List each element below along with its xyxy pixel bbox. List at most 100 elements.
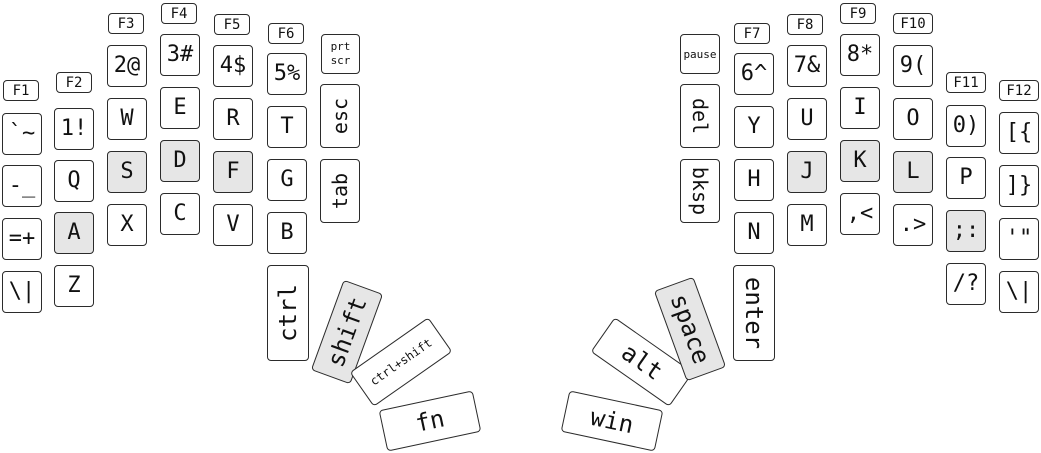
key-del-label: del: [688, 97, 712, 135]
key-3: 3#: [160, 34, 200, 76]
key-n-label: N: [747, 220, 761, 245]
key-semicolon-label: ;:: [952, 218, 980, 243]
key-j: J: [787, 151, 827, 193]
key-5-label: 5%: [273, 61, 301, 86]
key-y-label: Y: [747, 114, 761, 139]
key-e: E: [160, 87, 200, 129]
key-win-label: win: [587, 402, 637, 440]
key-bksp-label: bksp: [688, 166, 713, 216]
key-quote-label: '": [1005, 226, 1033, 251]
key-z: Z: [54, 265, 94, 307]
key-pause-label: pause: [683, 47, 717, 61]
key-7: 7&: [787, 45, 827, 87]
key-f10-label: F10: [900, 15, 926, 32]
key-f1: F1: [3, 80, 39, 101]
key-period: .>: [893, 204, 933, 246]
key-p: P: [946, 157, 986, 199]
key-equals-label: =+: [8, 226, 36, 251]
key-f8-label: F8: [796, 16, 814, 33]
key-esc: esc: [320, 84, 360, 148]
key-f-label: F: [226, 159, 240, 184]
key-equals: =+: [2, 218, 42, 260]
key-2-label: 2@: [113, 53, 141, 78]
key-f3-label: F3: [117, 15, 135, 32]
key-space-label: space: [664, 290, 716, 368]
key-f6-label: F6: [277, 25, 295, 42]
key-f6: F6: [268, 23, 304, 44]
key-del: del: [680, 84, 720, 148]
key-tab-label: tab: [328, 172, 352, 210]
key-f10: F10: [893, 13, 933, 34]
key-a: A: [54, 212, 94, 254]
key-8-label: 8*: [846, 42, 874, 67]
key-c-label: C: [173, 201, 187, 226]
key-f5-label: F5: [223, 16, 241, 33]
key-f11-label: F11: [953, 74, 979, 91]
key-alt-label: alt: [616, 338, 668, 386]
key-grave-label: `~: [8, 121, 36, 146]
key-0-label: 0): [952, 113, 980, 138]
key-z-label: Z: [67, 273, 81, 298]
key-u: U: [787, 98, 827, 140]
key-a-label: A: [67, 220, 81, 245]
key-f12: F12: [999, 80, 1039, 101]
key-f8: F8: [787, 14, 823, 35]
key-f7-label: F7: [743, 25, 761, 42]
key-k: K: [840, 140, 880, 182]
key-i: I: [840, 87, 880, 129]
key-shift-label: shift: [321, 293, 373, 371]
key-print-screen: prt scr: [321, 34, 360, 74]
key-bracket-close: ]}: [999, 165, 1039, 207]
key-s-label: S: [120, 159, 134, 184]
key-6: 6^: [734, 53, 774, 95]
key-d-label: D: [173, 148, 187, 173]
key-backslash-right-label: \|: [1005, 279, 1033, 304]
key-fn-label: fn: [412, 404, 448, 438]
key-x-label: X: [120, 212, 134, 237]
key-s: S: [107, 151, 147, 193]
key-o-label: O: [906, 106, 920, 131]
key-r: R: [213, 98, 253, 140]
key-n: N: [734, 212, 774, 254]
key-u-label: U: [800, 106, 814, 131]
key-p-label: P: [959, 165, 973, 190]
key-5: 5%: [267, 53, 307, 95]
key-win: win: [560, 390, 664, 452]
key-x: X: [107, 204, 147, 246]
key-esc-label: esc: [328, 97, 352, 135]
key-enter: enter: [733, 265, 775, 361]
key-v: V: [213, 204, 253, 246]
key-8: 8*: [840, 34, 880, 76]
key-semicolon: ;:: [946, 210, 986, 252]
key-period-label: .>: [899, 212, 927, 237]
key-grave: `~: [2, 113, 42, 155]
key-backslash-left-label: \|: [8, 279, 36, 304]
key-f9-label: F9: [849, 5, 867, 22]
key-g: G: [267, 159, 307, 201]
key-comma-label: ,<: [846, 201, 874, 226]
key-t-label: T: [280, 114, 294, 139]
key-m: M: [787, 204, 827, 246]
key-f3: F3: [108, 13, 144, 34]
key-1: 1!: [54, 108, 94, 150]
key-quote: '": [999, 218, 1039, 260]
key-j-label: J: [800, 159, 814, 184]
key-d: D: [160, 140, 200, 182]
key-m-label: M: [800, 212, 814, 237]
key-slash-label: /?: [952, 271, 980, 296]
key-h-label: H: [747, 167, 761, 192]
key-bracket-open: [{: [999, 112, 1039, 154]
key-1-label: 1!: [60, 116, 88, 141]
key-f2-label: F2: [65, 74, 83, 91]
key-bracket-close-label: ]}: [1005, 173, 1033, 198]
key-g-label: G: [280, 167, 294, 192]
key-minus: -_: [2, 165, 42, 207]
key-ctrl-label: ctrl: [274, 284, 303, 342]
key-f7: F7: [734, 23, 770, 44]
key-q-label: Q: [67, 168, 81, 193]
key-f4: F4: [161, 3, 197, 24]
key-f1-label: F1: [12, 82, 30, 99]
key-3-label: 3#: [166, 42, 194, 67]
key-w: W: [107, 98, 147, 140]
